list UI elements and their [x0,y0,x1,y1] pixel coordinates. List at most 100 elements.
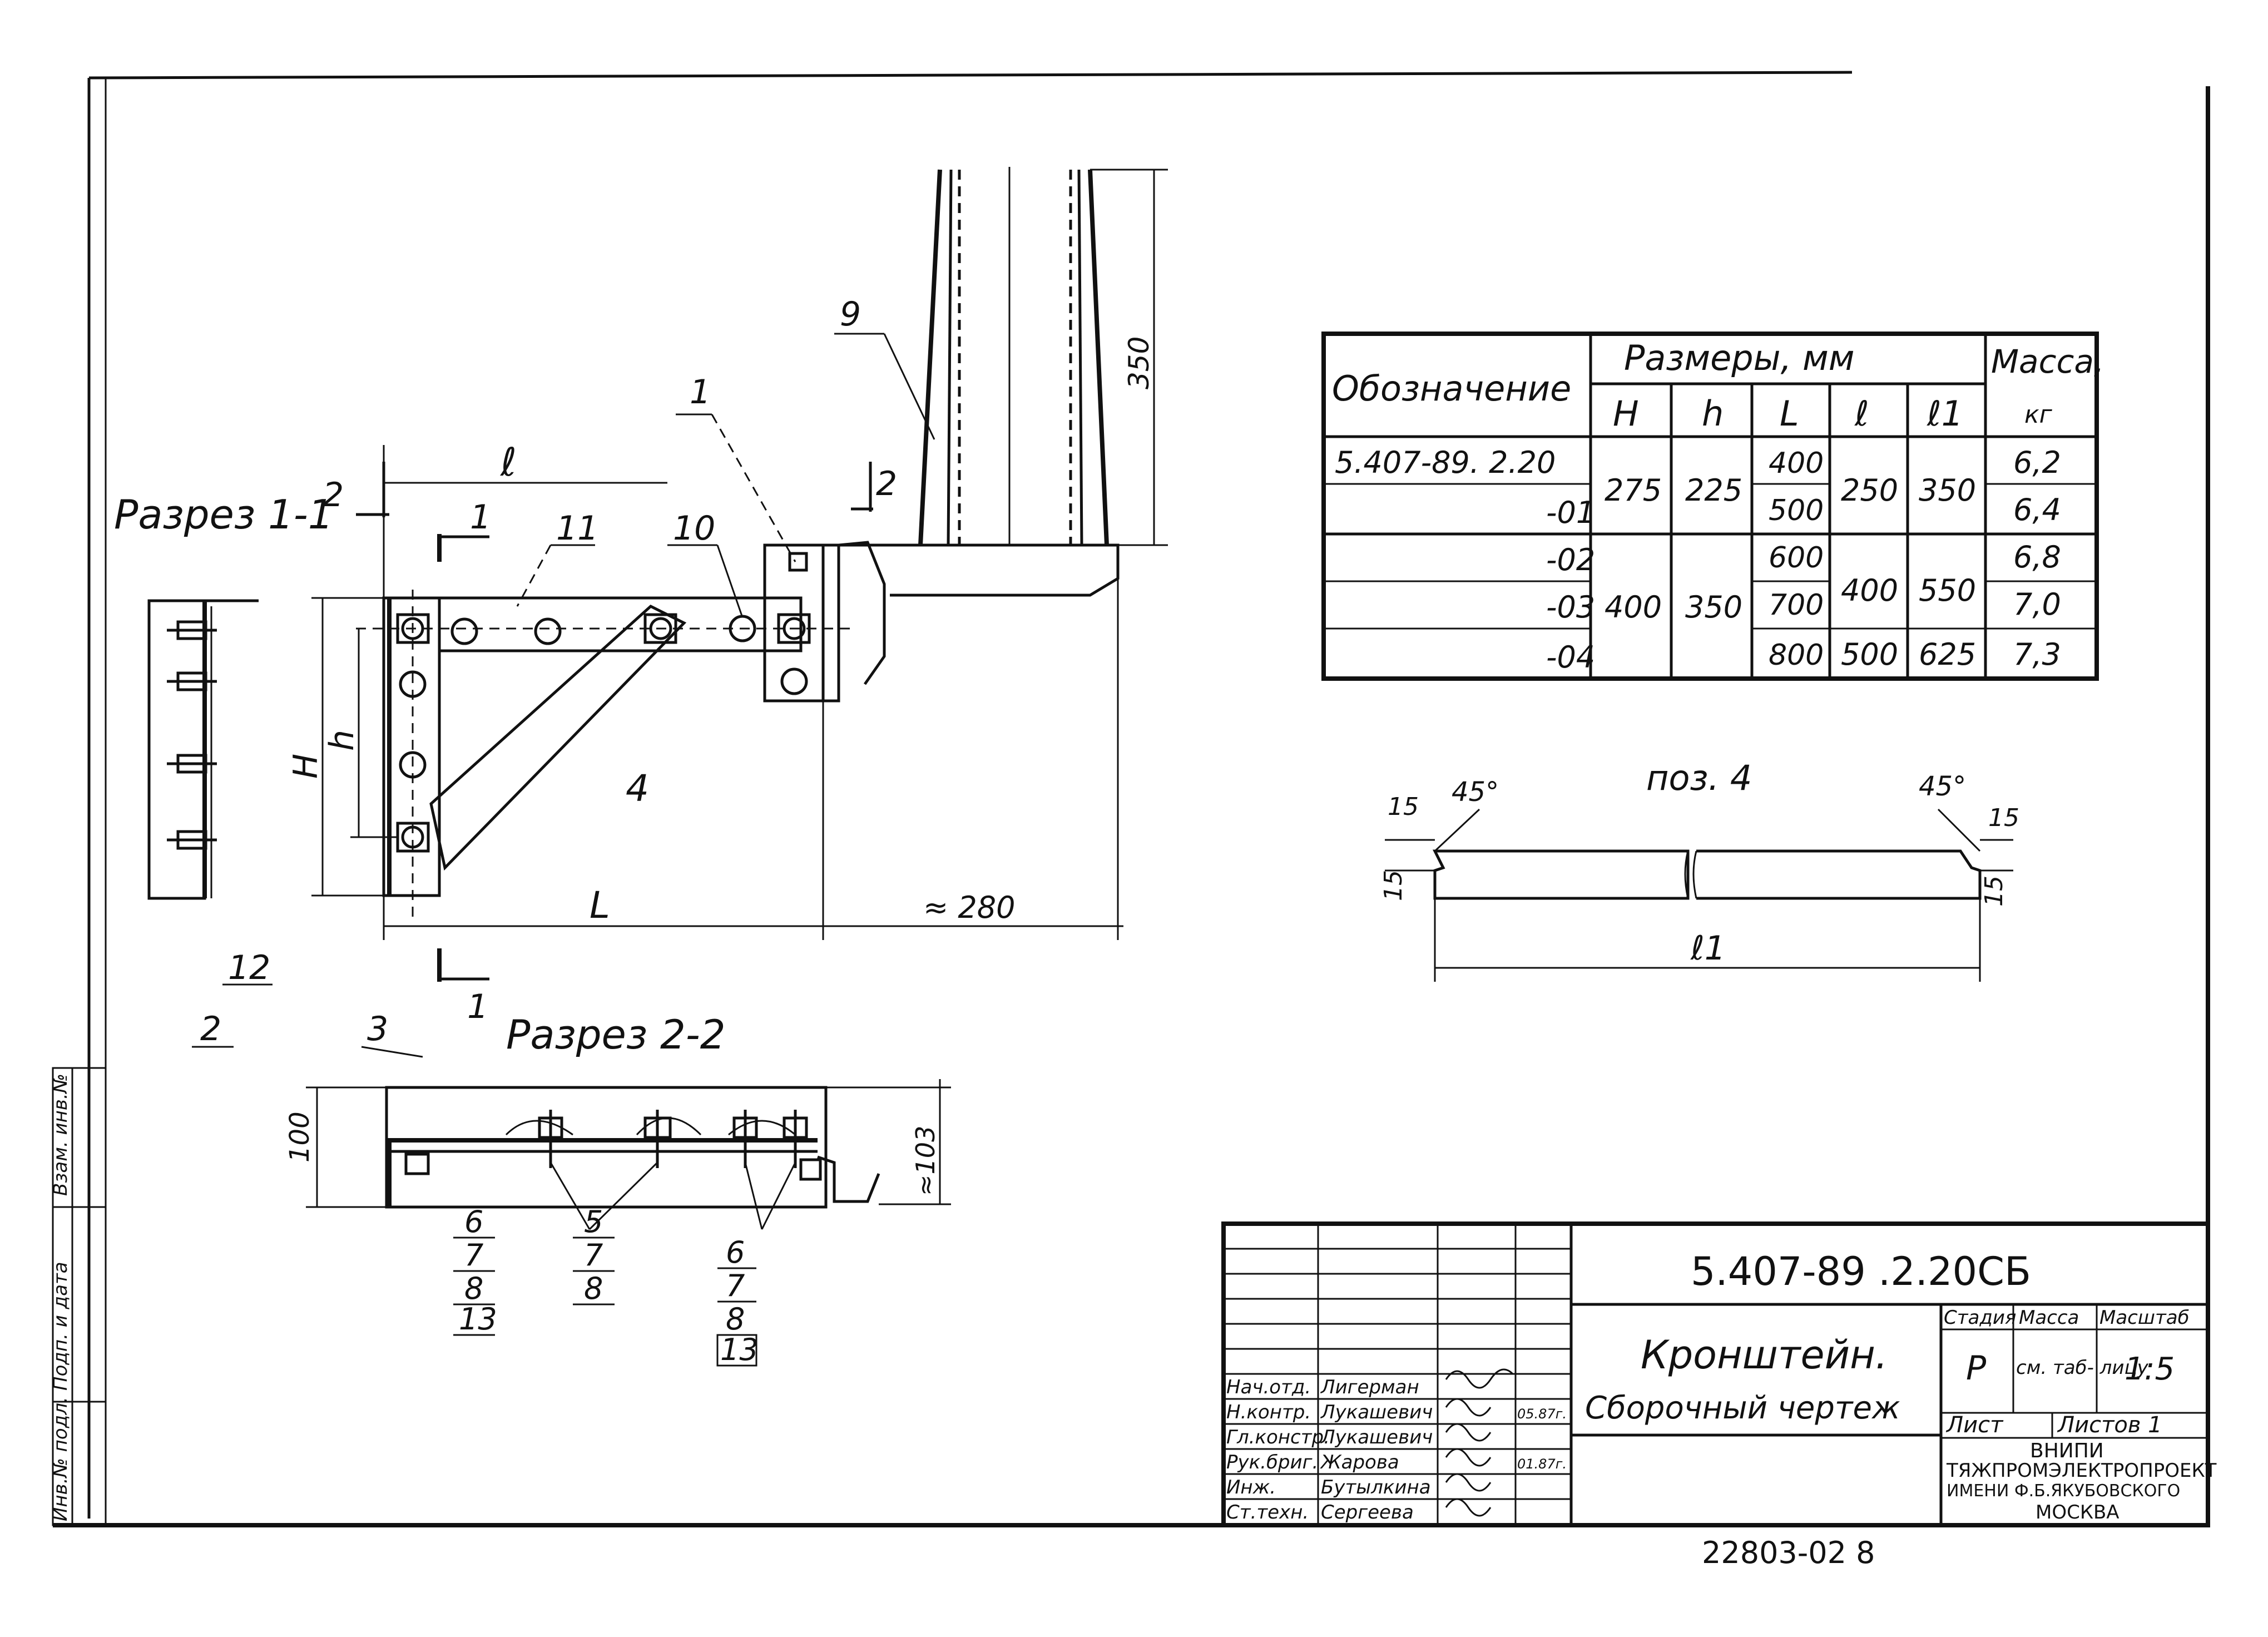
signature-name: Жарова [1320,1451,1399,1473]
table-cell-h: 350 [1685,590,1742,625]
part-stack-item: 8 [584,1271,603,1306]
signature-role: Н.контр. [1226,1401,1311,1423]
table-cell-L: 700 [1769,588,1824,622]
table-row-designation: 5.407-89. 2.20 [1335,445,1556,480]
title-org-line: ВНИПИ [2030,1440,2104,1462]
pos-label-2: 2 [200,1010,221,1049]
signature-role: Инж. [1226,1476,1276,1498]
title-org-line: ИМЕНИ Ф.Б.ЯКУБОВСКОГО [1947,1481,2180,1501]
dimension-table: Обозначение Размеры, мм Масса, кг H h L … [1321,332,2104,681]
table-cell-H: 400 [1605,590,1662,625]
table-row-designation: -01 [1546,495,1595,530]
table-row-designation: -04 [1546,640,1595,675]
title-scale-value: 1:5 [2125,1351,2175,1387]
signature-date: 05.87г. [1517,1406,1567,1422]
section-mark-1-top: 1 [470,498,491,537]
part-stack-left: 6 7 8 13 [453,1204,497,1337]
part-stack-item: 7 [584,1238,603,1273]
title-product-name: Кронштейн. [1641,1332,1888,1378]
table-cell-mass: 6,8 [2013,540,2061,575]
table-cell-l: 400 [1841,573,1898,608]
signature-name: Лукашевич [1320,1426,1433,1448]
detail-angle-right: 45° [1919,771,1966,802]
part-stack-item: 6 [464,1204,483,1239]
part-stack-item: 8 [726,1302,745,1337]
detail-dim-15b: 15 [1379,870,1408,901]
title-col-mass: Масса [2019,1307,2079,1329]
position-labels: 9 1 10 11 4 12 2 3 [192,295,935,1058]
margin-label-vzam: Взам. инв.№ [49,1074,72,1196]
table-cell-mass: 6,2 [2013,445,2061,480]
signature-name: Бутылкина [1321,1476,1431,1498]
section-markers: 1 1 2 2 [323,462,897,1026]
bracket-main-view [356,167,1120,918]
sheet-frame [52,71,2210,1527]
dim-h-label: h [323,730,362,751]
pos-label-9: 9 [840,295,861,334]
section-mark-2-right: 2 [876,464,897,503]
section-1-1-title: Разрез 1-1 [114,491,334,538]
table-cell-l1: 350 [1919,473,1976,508]
pos-label-3: 3 [367,1010,388,1049]
part-stack-right: 6 7 8 13 [716,1235,759,1367]
title-col-scale: Масштаб [2099,1307,2190,1329]
section-2-2-view: Разрез 2-2 100 ≈103 [284,1011,951,1230]
signature-name: Лукашевич [1320,1401,1433,1423]
section-mark-2-left: 2 [323,476,344,515]
table-row-designation: -02 [1546,542,1595,577]
dim-100-label: 100 [284,1111,315,1163]
table-cell-mass: 7,0 [2013,587,2061,622]
title-subtitle: Сборочный чертеж [1585,1390,1900,1426]
title-org-line: МОСКВА [2036,1501,2120,1524]
signature-date: 01.87г. [1517,1456,1567,1472]
detail-pos-4: поз. 4 45° 45° 15 15 15 15 ℓ1 [1379,758,2019,982]
title-stage-value: Р [1966,1349,1987,1388]
title-sheet: Лист [1945,1412,2004,1438]
dim-l-label: ℓ [500,439,517,485]
pos-label-10: 10 [673,509,715,548]
part-stack-mid: 5 7 8 [573,1204,615,1306]
table-col-L: L [1780,393,1799,434]
part-stack-item: 6 [726,1235,745,1270]
table-cell-l: 500 [1841,637,1898,672]
table-cell-mass: 6,4 [2013,492,2061,527]
table-header-designation: Обозначение [1332,368,1571,409]
part-stack-item: 13 [459,1302,497,1337]
table-col-l: ℓ [1854,393,1869,434]
table-cell-l: 250 [1841,473,1898,508]
bolt-icon [404,1110,822,1181]
pos-label-4: 4 [626,767,649,810]
detail-4-title: поз. 4 [1646,758,1752,798]
signature-role: Рук.бриг. [1226,1451,1318,1473]
dim-L-label: L [590,884,610,927]
detail-length-l1: ℓ1 [1690,929,1726,968]
detail-dim-15a: 15 [1388,793,1419,821]
table-col-H: H [1613,393,1639,434]
signature-name: Сергеева [1321,1501,1414,1524]
part-stack-item: 8 [464,1271,483,1306]
bolt-icon [167,620,217,850]
signature-role: Гл.констр. [1226,1426,1330,1448]
detail-dim-15d: 15 [1980,876,2008,907]
title-col-stage: Стадия [1944,1307,2016,1329]
detail-angle-left: 45° [1452,777,1499,808]
table-header-sizes: Размеры, мм [1624,338,1855,378]
table-cell-L: 800 [1769,639,1824,672]
table-cell-l1: 625 [1919,637,1976,672]
section-mark-1-bottom: 1 [467,987,488,1026]
archive-number: 22803-02 8 [1702,1535,1875,1570]
table-header-mass: Масса, [1991,343,2104,380]
detail-dim-15c: 15 [1988,804,2019,832]
main-view-dimensions: ℓ H h L ≈ 280 350 [286,169,1168,940]
part-stack-item: 13 [720,1332,759,1367]
table-cell-L: 600 [1769,541,1824,575]
table-col-h: h [1702,393,1724,434]
title-block: 5.407-89 .2.20СБ Кронштейн. Сборочный че… [1221,1221,2217,1527]
table-cell-l1: 550 [1919,573,1976,608]
table-cell-mass: 7,3 [2013,637,2061,672]
signature-name: Лигерман [1320,1376,1419,1398]
signature-role: Ст.техн. [1226,1501,1309,1524]
section-1-1-view: Разрез 1-1 [114,491,334,900]
margin-label-inv: Инв.№ подл. [49,1397,72,1521]
signature-role: Нач.отд. [1226,1376,1311,1398]
